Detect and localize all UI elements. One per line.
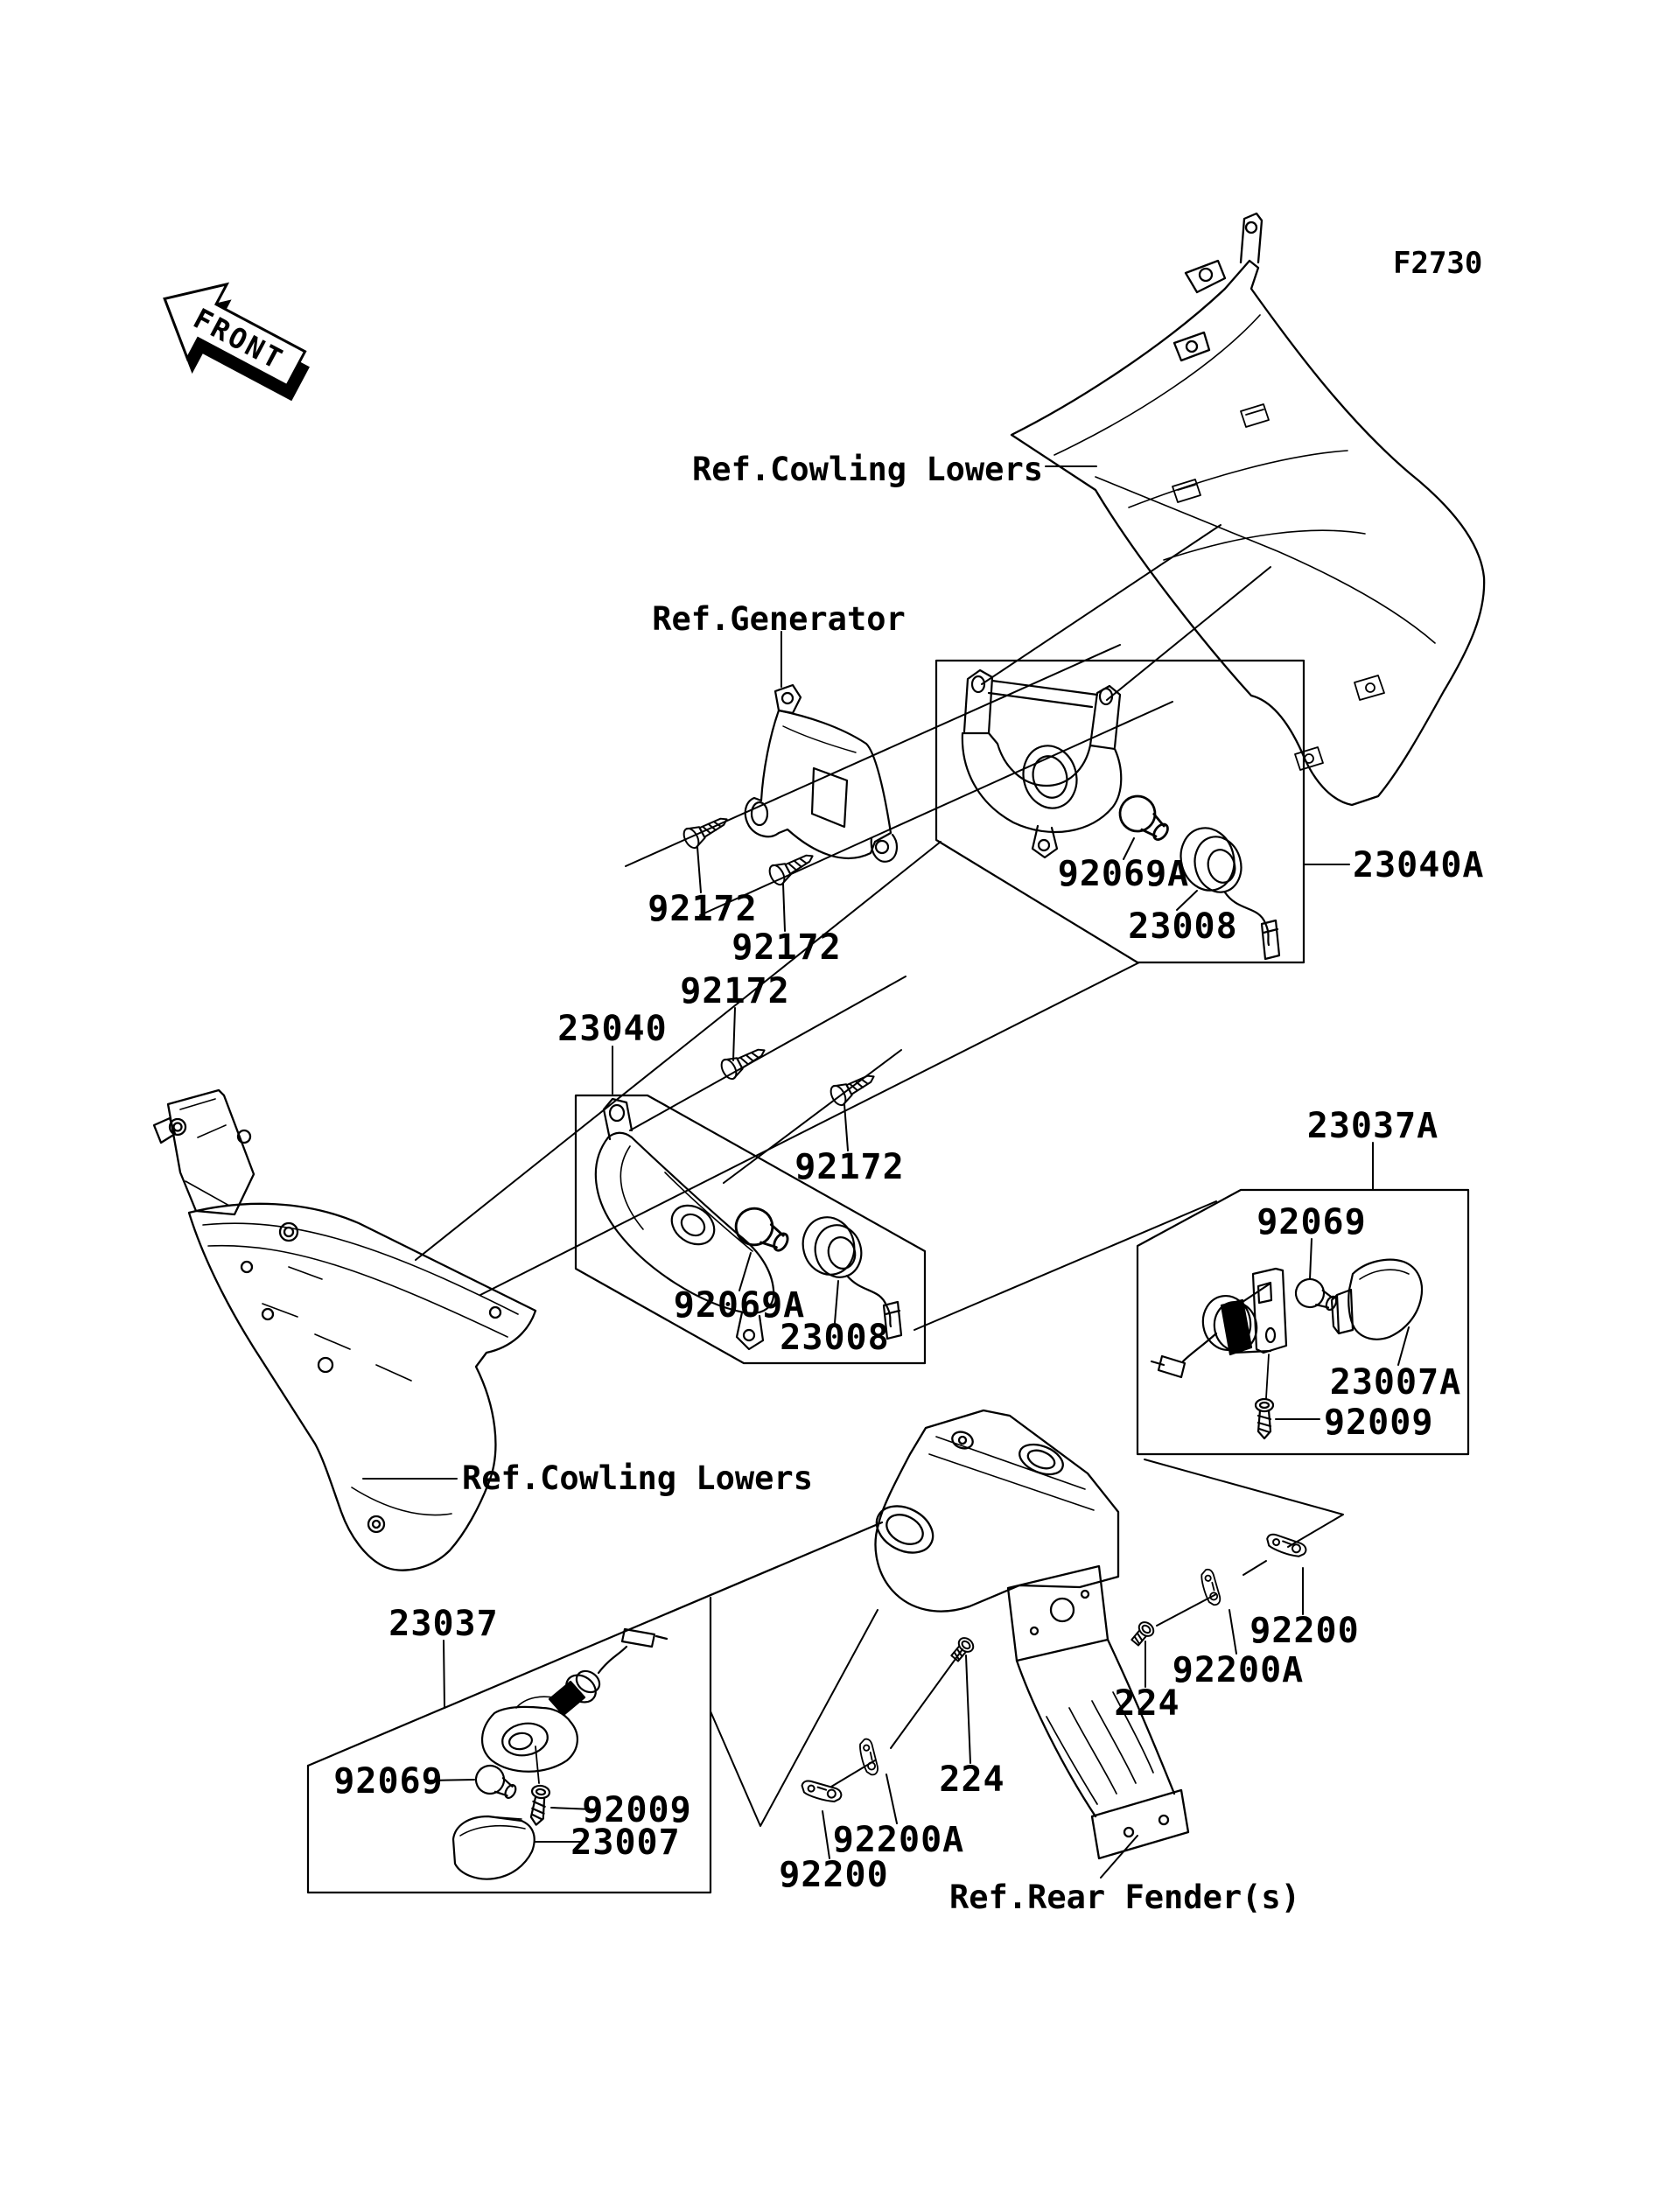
ref-cowling-lowers-top: Ref.Cowling Lowers: [692, 451, 1043, 488]
part-label-92172-2: 92172: [732, 927, 841, 968]
part-label-92172-1: 92172: [648, 889, 757, 929]
ref-cowling-lowers-left: Ref.Cowling Lowers: [462, 1459, 813, 1497]
generator-bracket-drawing: [744, 683, 898, 863]
pointer-line: [306, 1521, 884, 1767]
bulb-icon: [1290, 1273, 1342, 1319]
rear-fender-drawing: [874, 1409, 1190, 1860]
screw-icon: [1254, 1397, 1275, 1440]
ref-rear-fender: Ref.Rear Fender(s): [949, 1879, 1300, 1916]
part-label-23040A: 23040A: [1353, 845, 1485, 885]
cowling-mount-tab: [1172, 212, 1264, 362]
part-label-23008-front: 23008: [1128, 906, 1237, 947]
socket-front: [1180, 827, 1281, 961]
part-label-92009-bottom: 92009: [582, 1790, 691, 1830]
bulb-icon: [728, 1200, 796, 1263]
figure-code: F2730: [1393, 246, 1482, 281]
screw-icon: [526, 1783, 551, 1828]
group-box-23040: [574, 1094, 927, 1365]
leader-lines: [362, 465, 1410, 1879]
part-label-23040: 23040: [557, 1009, 667, 1049]
part-label-92069A-front: 92069A: [1058, 854, 1190, 894]
part-label-23007: 23007: [570, 1823, 680, 1863]
front-arrow-body: [163, 282, 307, 388]
part-label-92172-3: 92172: [680, 971, 789, 1011]
ref-generator: Ref.Generator: [652, 600, 906, 638]
screw-icon: [718, 1039, 771, 1082]
lamp-opening: [1022, 745, 1078, 809]
group-box-23037A: [1136, 1188, 1470, 1456]
signal-assembly-bottom: [452, 1627, 668, 1880]
bracket-icon: [1264, 1532, 1309, 1560]
group-box-23040A: [934, 659, 1306, 964]
part-label-92200A-mid: 92200A: [833, 1820, 965, 1860]
part-label-92200A-right: 92200A: [1172, 1650, 1305, 1690]
part-label-92172-4: 92172: [794, 1147, 904, 1187]
part-label-92200-mid: 92200: [779, 1855, 888, 1895]
part-label-224-mid: 224: [939, 1760, 1004, 1800]
bracket-icon: [855, 1737, 882, 1778]
leader-lines-mid: [738, 1252, 839, 1324]
socket-mid: [802, 1216, 903, 1340]
signal-bracket-right: [1251, 1267, 1288, 1354]
part-label-23007A: 23007A: [1330, 1362, 1462, 1403]
part-label-92069-bottom: 92069: [333, 1761, 443, 1802]
part-label-23037: 23037: [388, 1604, 498, 1644]
part-label-92009-right: 92009: [1324, 1403, 1433, 1443]
signal-assembly-right: [1150, 1258, 1424, 1440]
labels: F2730 Ref.Cowling Lowers Ref.Generator R…: [333, 246, 1485, 1916]
part-label-92069A-mid: 92069A: [674, 1285, 806, 1326]
bolt-icon: [1128, 1618, 1158, 1649]
bulb-icon: [470, 1760, 522, 1807]
part-label-23008-mid: 23008: [780, 1318, 889, 1358]
left-cowling-drawing: [152, 1088, 537, 1571]
bulb-icon: [1111, 787, 1178, 850]
part-label-92069-right: 92069: [1256, 1202, 1366, 1242]
part-label-92200-right: 92200: [1250, 1611, 1359, 1651]
part-label-23037A: 23037A: [1307, 1106, 1439, 1146]
lens-bottom-23007: [452, 1815, 536, 1880]
part-label-224-right: 224: [1114, 1683, 1180, 1724]
signal-assembly-mid: [594, 1097, 903, 1351]
front-arrow: FRONT: [163, 282, 310, 402]
upper-cowling-drawing: [1010, 212, 1486, 807]
lens-right-23007A: [1330, 1258, 1424, 1340]
group-box-23037: [306, 1521, 884, 1894]
